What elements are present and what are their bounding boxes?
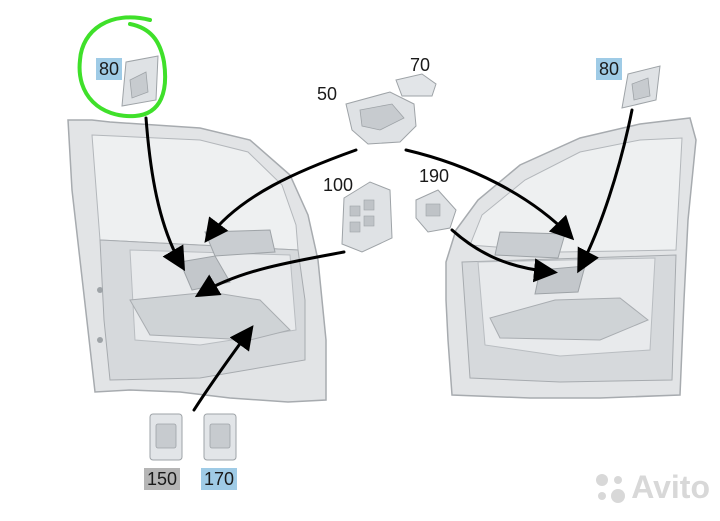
label-170: 170 bbox=[201, 468, 238, 490]
arrow-50-left bbox=[204, 148, 358, 243]
watermark-text: Avito bbox=[631, 469, 710, 505]
label-70: 70 bbox=[410, 55, 431, 75]
arrow-bottom-left bbox=[192, 325, 254, 412]
part-100 bbox=[341, 181, 393, 253]
label-190: 190 bbox=[419, 166, 450, 186]
arrow-100-left bbox=[194, 250, 346, 298]
left-door bbox=[67, 119, 327, 403]
part-50 bbox=[345, 91, 417, 145]
label-50: 50 bbox=[317, 84, 338, 104]
part-80-right bbox=[621, 65, 661, 109]
part-150 bbox=[149, 413, 183, 461]
part-80-left bbox=[121, 55, 159, 107]
label-150: 150 bbox=[144, 468, 181, 490]
arrow-80-right bbox=[577, 108, 634, 274]
arrow-80-left bbox=[144, 116, 186, 272]
arrows bbox=[144, 108, 634, 412]
label-80-right: 80 bbox=[596, 58, 623, 80]
right-door bbox=[445, 117, 697, 399]
label-100: 100 bbox=[323, 175, 354, 195]
part-190 bbox=[415, 189, 457, 233]
avito-dots-icon bbox=[596, 473, 626, 503]
part-70 bbox=[395, 73, 437, 97]
part-170 bbox=[203, 413, 237, 461]
avito-watermark: Avito bbox=[593, 469, 710, 506]
arrow-50-right bbox=[404, 148, 575, 241]
highlight-circle bbox=[77, 15, 168, 119]
arrow-190-right bbox=[450, 228, 558, 283]
label-80-left: 80 bbox=[96, 58, 123, 80]
